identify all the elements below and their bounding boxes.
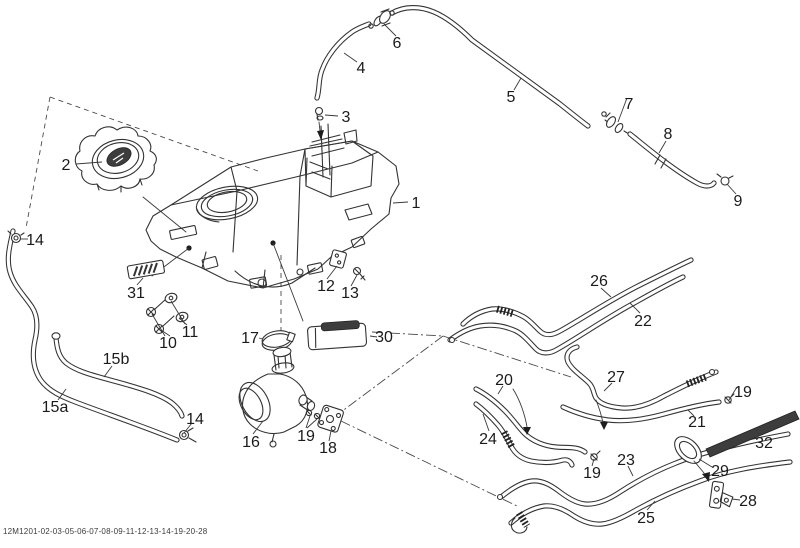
hose-25 [511,462,790,534]
callout-9: 9 [734,193,743,210]
clamp-19-mid [590,450,601,461]
callout-21: 21 [688,414,706,431]
callout-7: 7 [625,96,634,113]
callout-25: 25 [637,510,655,527]
vent-fitting [314,106,324,140]
washers-11 [164,292,189,323]
callout-23: 23 [617,452,635,469]
tank-rear-raised-section [304,140,374,198]
callout-20: 20 [495,372,513,389]
callout-27: 27 [607,369,625,386]
callout-24: 24 [479,431,497,448]
callout-19-pump: 19 [297,428,315,445]
callout-17: 17 [241,330,259,347]
hose-27 [567,347,716,408]
clamp-14-lower [178,427,197,443]
check-valve [368,8,395,29]
elbow-connector-7 [601,111,630,135]
fitting-block-18 [317,404,344,433]
callout-6: 6 [393,35,402,52]
callout-10: 10 [159,335,177,352]
pump-intake-neck [271,346,295,374]
grommet-29 [674,436,710,482]
hose-8 [630,134,714,186]
hose-15b [51,332,182,416]
oil-tank [145,123,400,322]
tank-top-bracket [309,123,358,178]
callout-14-upper: 14 [26,232,44,249]
label-plate-31 [126,259,166,280]
cap-center-badge [106,147,132,167]
callout-29: 29 [711,463,729,480]
hose-23 [496,434,789,504]
callout-30: 30 [375,329,393,346]
tank-front-slot [169,225,198,240]
filler-cap [74,126,187,233]
callout-8: 8 [664,126,673,143]
assembly-arrows [512,388,608,435]
callout-15b: 15b [103,351,130,368]
bracket-12 [329,249,347,269]
callout-1: 1 [412,195,421,212]
bracket-28 [708,480,734,509]
oil-pump [238,346,316,448]
callout-26: 26 [590,273,608,290]
callout-12: 12 [317,278,335,295]
callout-13: 13 [341,285,359,302]
callout-2: 2 [62,157,71,174]
callout-4: 4 [357,60,366,77]
hose-27-end-fitting [708,368,716,376]
vent-hose-5 [392,8,588,126]
callout-32: 32 [755,435,773,452]
callout-5: 5 [507,89,516,106]
callout-15a: 15a [42,399,69,416]
callout-14-lower: 14 [186,411,204,428]
clamp-14-upper [7,230,25,244]
callout-19-right: 19 [734,384,752,401]
callout-11: 11 [182,324,199,341]
caution-label-30 [307,320,368,351]
tank-filler-opening [195,185,259,223]
callout-leaders [20,23,761,511]
callout-18: 18 [319,440,337,457]
footer-part-code: 12M1201-02-03-05-06-07-08-09-11-12-13-14… [3,527,208,536]
callout-22: 22 [634,313,652,330]
callout-3: 3 [342,109,351,126]
callout-16: 16 [242,434,260,451]
tank-right-mount [344,203,373,221]
protective-sleeve-32 [705,410,800,458]
callout-labels: 1 2 3 4 5 6 7 8 9 10 11 12 13 14 14 15a … [26,35,773,527]
hose-22 [450,277,684,353]
callout-31: 31 [127,285,145,302]
screws-19-pump [305,409,321,420]
callout-28: 28 [739,493,757,510]
mounting-bolts-10 [145,298,175,335]
clamp-9 [716,173,734,186]
label-30-dark-strip [320,320,360,332]
screw-13 [352,266,366,281]
callout-19-mid: 19 [583,465,601,482]
spring-wraps [496,305,708,528]
